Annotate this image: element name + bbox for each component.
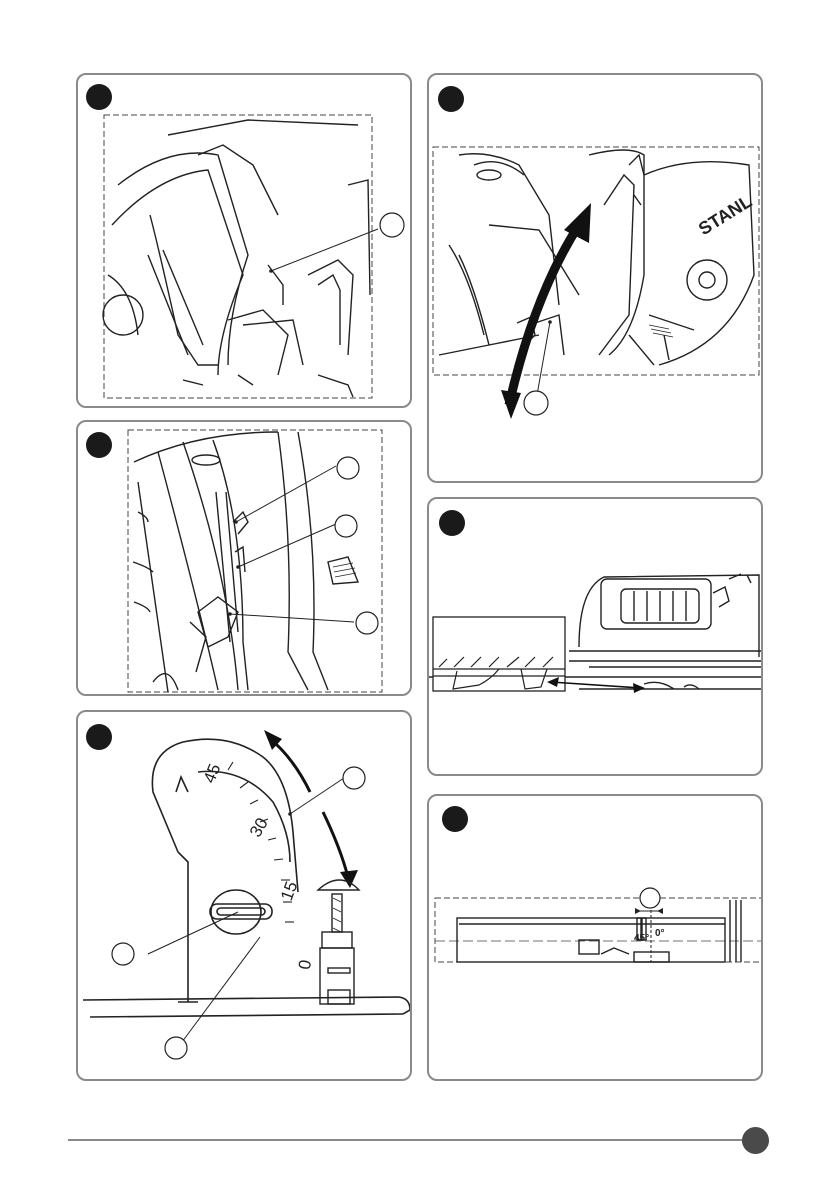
bevel-scale-illustration: 45 30 15 0	[78, 712, 412, 1081]
callout-circle	[335, 515, 357, 537]
bevel-notch-illustration: 45° 0°	[429, 796, 763, 1081]
callout-circle	[165, 1037, 187, 1059]
figure-panel-2: STANL	[427, 73, 763, 483]
callout-circle	[337, 457, 359, 479]
brand-logo-fragment: STANL	[695, 191, 755, 239]
scale-label-0: 0	[295, 958, 315, 971]
figure-panel-3	[76, 420, 412, 696]
callout-circle	[524, 391, 548, 415]
figure-panel-6: 45° 0°	[427, 794, 763, 1081]
page-number-badge	[742, 1127, 769, 1154]
depth-scale-illustration	[78, 422, 412, 696]
callout-circle	[640, 888, 660, 908]
blade-alignment-illustration	[429, 499, 763, 776]
saw-bevel-lock-illustration	[78, 75, 412, 408]
footer-rule	[68, 1139, 748, 1141]
label-45-degree: 45°	[634, 933, 649, 944]
figure-panel-5	[427, 497, 763, 776]
scale-label-45: 45	[200, 761, 225, 786]
figure-panel-1	[76, 73, 412, 408]
callout-circle	[112, 943, 134, 965]
callout-circle	[343, 767, 365, 789]
callout-circle	[356, 612, 378, 634]
callout-circle	[380, 213, 404, 237]
saw-blade-guard-illustration: STANL	[429, 75, 763, 483]
scale-label-30: 30	[246, 815, 272, 841]
figure-panel-4: 45 30 15 0	[76, 710, 412, 1081]
label-0-degree: 0°	[655, 928, 665, 939]
